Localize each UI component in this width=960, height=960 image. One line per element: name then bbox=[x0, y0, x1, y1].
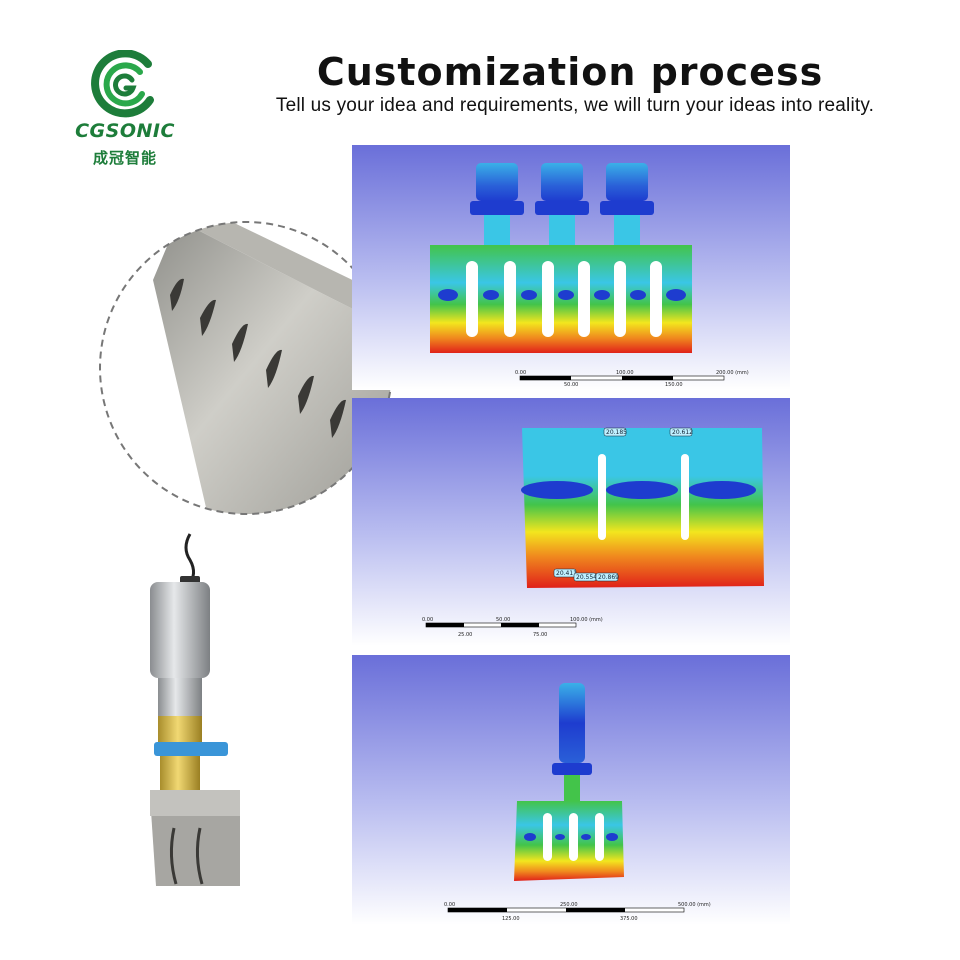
scale-bar-3: 0.00 250.00 500.00 (mm) 125.00 375.00 bbox=[444, 902, 711, 922]
scale-label: 250.00 bbox=[560, 902, 578, 908]
scale-label: 50.00 bbox=[564, 382, 578, 388]
fea-simulation-panel-2: 20.185 20.612 20.411 20.554 20.869 0.00 … bbox=[352, 398, 790, 646]
fea-value-label: 20.612 bbox=[672, 429, 693, 436]
scale-label: 50.00 bbox=[496, 617, 510, 623]
fea-value-label: 20.869 bbox=[598, 574, 619, 581]
scale-label: 0.00 bbox=[422, 617, 433, 623]
blade-closeup-photo bbox=[99, 221, 393, 515]
scale-label: 25.00 bbox=[458, 632, 472, 638]
fea-horn-body bbox=[522, 428, 764, 588]
fea-value-tags: 20.185 20.612 20.411 20.554 20.869 bbox=[553, 427, 693, 582]
scale-label: 125.00 bbox=[502, 916, 520, 922]
scale-label: 0.00 bbox=[444, 902, 455, 908]
page-title: Customization process bbox=[316, 50, 824, 94]
company-logo-icon bbox=[91, 50, 154, 118]
scale-bar-1: 0.00 100.00 200.00 (mm) 50.00 150.00 bbox=[515, 370, 749, 388]
fea-value-label: 20.554 bbox=[576, 574, 597, 581]
fea-booster-stack bbox=[552, 683, 592, 801]
fea-value-label: 20.185 bbox=[606, 429, 627, 436]
fea-simulation-panel-1: 0.00 100.00 200.00 (mm) 50.00 150.00 bbox=[352, 145, 790, 390]
scale-bar-2: 0.00 50.00 100.00 (mm) 25.00 75.00 bbox=[422, 617, 603, 638]
scale-label: 75.00 bbox=[533, 632, 547, 638]
scale-label: 100.00 (mm) bbox=[570, 617, 603, 623]
scale-label: 100.00 bbox=[616, 370, 634, 376]
fea-value-label: 20.411 bbox=[556, 570, 577, 577]
scale-label: 150.00 bbox=[665, 382, 683, 388]
scale-label: 0.00 bbox=[515, 370, 526, 376]
scale-label: 500.00 (mm) bbox=[678, 902, 711, 908]
fea-booster-stacks bbox=[470, 163, 654, 245]
brand-name-cn: 成冠智能 bbox=[92, 150, 157, 167]
scale-label: 200.00 (mm) bbox=[716, 370, 749, 376]
page-subtitle: Tell us your idea and requirements, we w… bbox=[275, 95, 875, 116]
scale-label: 375.00 bbox=[620, 916, 638, 922]
fea-simulation-panel-3: 0.00 250.00 500.00 (mm) 125.00 375.00 bbox=[352, 655, 790, 925]
brand-name: CGSONIC bbox=[75, 120, 175, 142]
ultrasonic-transducer-photo bbox=[150, 533, 240, 886]
